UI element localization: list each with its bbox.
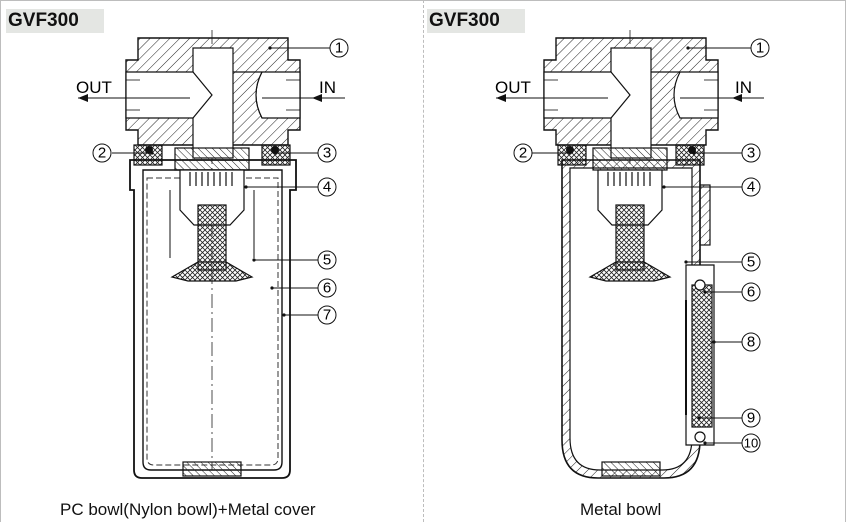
callout-3: 3 [747, 145, 755, 162]
sight-glass [685, 264, 715, 446]
callout-1: 1 [335, 40, 343, 57]
in-port-label: IN [319, 78, 336, 97]
callout-4: 4 [747, 179, 755, 196]
callout-8: 8 [747, 334, 755, 351]
filter-element [169, 147, 255, 282]
drain [182, 461, 242, 477]
callout-2: 2 [519, 145, 527, 162]
callout-5: 5 [323, 252, 331, 269]
in-arrow-icon [732, 94, 742, 102]
model-label: GVF300 [427, 9, 525, 33]
callout-5: 5 [747, 254, 755, 271]
bowl-side-boss [699, 184, 711, 246]
filter-drawing-metal-bowl: 1 2 3 4 5 6 8 9 10 OUT IN [495, 30, 770, 479]
callout-6: 6 [323, 280, 331, 297]
in-port-label: IN [735, 78, 752, 97]
leader-lines [532, 47, 751, 444]
frame-left-border [0, 0, 1, 522]
filter-drawing-pc-bowl: 1 2 3 4 5 6 7 OUT IN [76, 30, 349, 479]
callout-6: 6 [747, 284, 755, 301]
pc-bowl [142, 169, 283, 471]
callout-9: 9 [747, 410, 755, 427]
callout-circles [92, 38, 349, 325]
leader-lines [112, 47, 330, 316]
out-port-label: OUT [495, 78, 531, 97]
caption-metal-bowl: Metal bowl [580, 500, 662, 519]
panel-divider [423, 0, 424, 522]
metal-cover [129, 159, 297, 479]
model-label: GVF300 [6, 9, 104, 33]
panel-metal-bowl: GVF300 [424, 0, 846, 522]
out-arrow-icon [78, 94, 88, 102]
callout-7: 7 [323, 307, 331, 324]
callout-1: 1 [756, 40, 764, 57]
out-arrow-icon [496, 94, 506, 102]
in-arrow-icon [312, 94, 322, 102]
callout-circles [513, 38, 770, 453]
callout-3: 3 [323, 145, 331, 162]
drain [601, 461, 661, 477]
callout-10: 10 [744, 436, 758, 451]
callout-4: 4 [323, 179, 331, 196]
filter-element [588, 147, 672, 282]
panel-pc-bowl: GVF300 [6, 9, 349, 519]
caption-pc-bowl: PC bowl(Nylon bowl)+Metal cover [60, 500, 316, 519]
out-port-label: OUT [76, 78, 112, 97]
body-head [543, 37, 719, 159]
callout-2: 2 [98, 145, 106, 162]
